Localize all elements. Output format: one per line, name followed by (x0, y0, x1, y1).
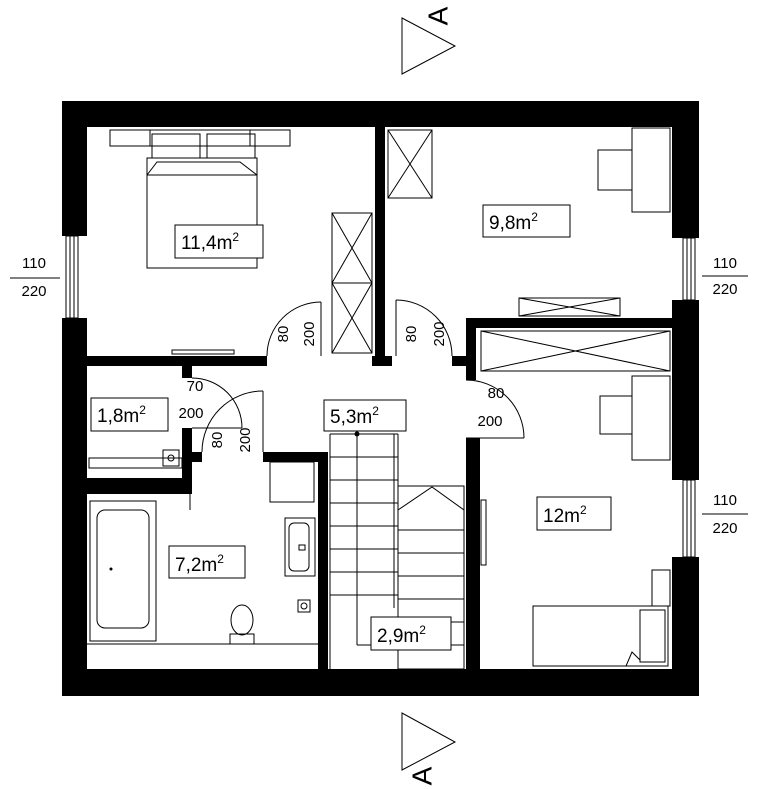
door-bedroom-3: 80 200 (465, 379, 525, 439)
door-bedroom-1-width: 80 (275, 326, 292, 343)
svg-text:2,9m2: 2,9m2 (377, 623, 426, 647)
room-label-bathroom: 7,2m2 (168, 545, 246, 579)
radiator-bedroom-2 (518, 297, 621, 317)
window-right-bottom-height: 220 (712, 520, 737, 537)
room-label-bedroom-1: 11,4m2 (174, 224, 264, 259)
wc-fixtures (88, 449, 183, 469)
washbasin (269, 461, 316, 577)
desk-bedroom-2 (597, 127, 671, 213)
door-bedroom-1: 80 200 (266, 301, 322, 357)
door-bedroom-2-height: 200 (431, 321, 448, 346)
svg-text:12m2: 12m2 (543, 503, 587, 527)
door-bathroom-width: 80 (209, 432, 226, 449)
room-label-hall: 5,3m2 (323, 399, 407, 432)
door-wc-width: 70 (187, 378, 204, 395)
svg-text:5,3m2: 5,3m2 (330, 404, 379, 428)
window-right-bottom: 110 220 (682, 479, 748, 558)
window-left-height: 220 (21, 283, 46, 300)
radiator-bedroom-1 (171, 349, 235, 355)
section-marker-bottom: A (401, 712, 457, 785)
door-bathroom-height: 200 (237, 427, 254, 452)
section-marker-top: A (401, 6, 457, 75)
door-wc: 70 200 (178, 377, 243, 429)
room-label-stair: 2,9m2 (370, 616, 452, 651)
door-bedroom-1-height: 200 (301, 321, 318, 346)
wardrobe-bedroom-1 (331, 212, 373, 354)
room-label-bedroom-3: 12m2 (536, 496, 612, 531)
bathtub (89, 500, 157, 642)
section-marker-bottom-label: A (406, 766, 437, 785)
door-bedroom-3-height: 200 (477, 413, 502, 430)
radiator-bedroom-3 (480, 499, 487, 566)
wardrobe-bedroom-2 (387, 129, 433, 199)
window-left: 110 220 (10, 235, 79, 319)
wardrobe-bedroom-3 (480, 330, 671, 372)
section-marker-top-label: A (422, 6, 453, 25)
window-right-bottom-width: 110 (713, 492, 737, 509)
window-right-top-width: 110 (713, 255, 737, 272)
door-bedroom-2: 80 200 (395, 299, 453, 357)
door-bedroom-2-width: 80 (403, 326, 420, 343)
room-label-wc: 1,8m2 (90, 397, 169, 432)
double-bed (109, 129, 291, 269)
window-right-top: 110 220 (682, 237, 748, 301)
single-bed (532, 569, 671, 667)
door-bathroom: 80 200 (201, 390, 264, 453)
outer-walls (62, 101, 699, 696)
svg-text:9,8m2: 9,8m2 (489, 210, 538, 234)
svg-text:7,2m2: 7,2m2 (175, 552, 224, 576)
window-left-width: 110 (22, 255, 46, 272)
desk-bedroom-3 (599, 375, 671, 461)
svg-text:11,4m2: 11,4m2 (181, 230, 239, 254)
toilet (229, 599, 311, 645)
window-right-top-height: 220 (712, 281, 737, 298)
door-wc-height: 200 (178, 405, 203, 422)
svg-text:1,8m2: 1,8m2 (97, 403, 146, 427)
door-bedroom-3-width: 80 (488, 385, 505, 402)
room-label-bedroom-2: 9,8m2 (482, 204, 571, 238)
interior-walls (87, 127, 672, 669)
bathroom-floor-line (87, 494, 318, 645)
